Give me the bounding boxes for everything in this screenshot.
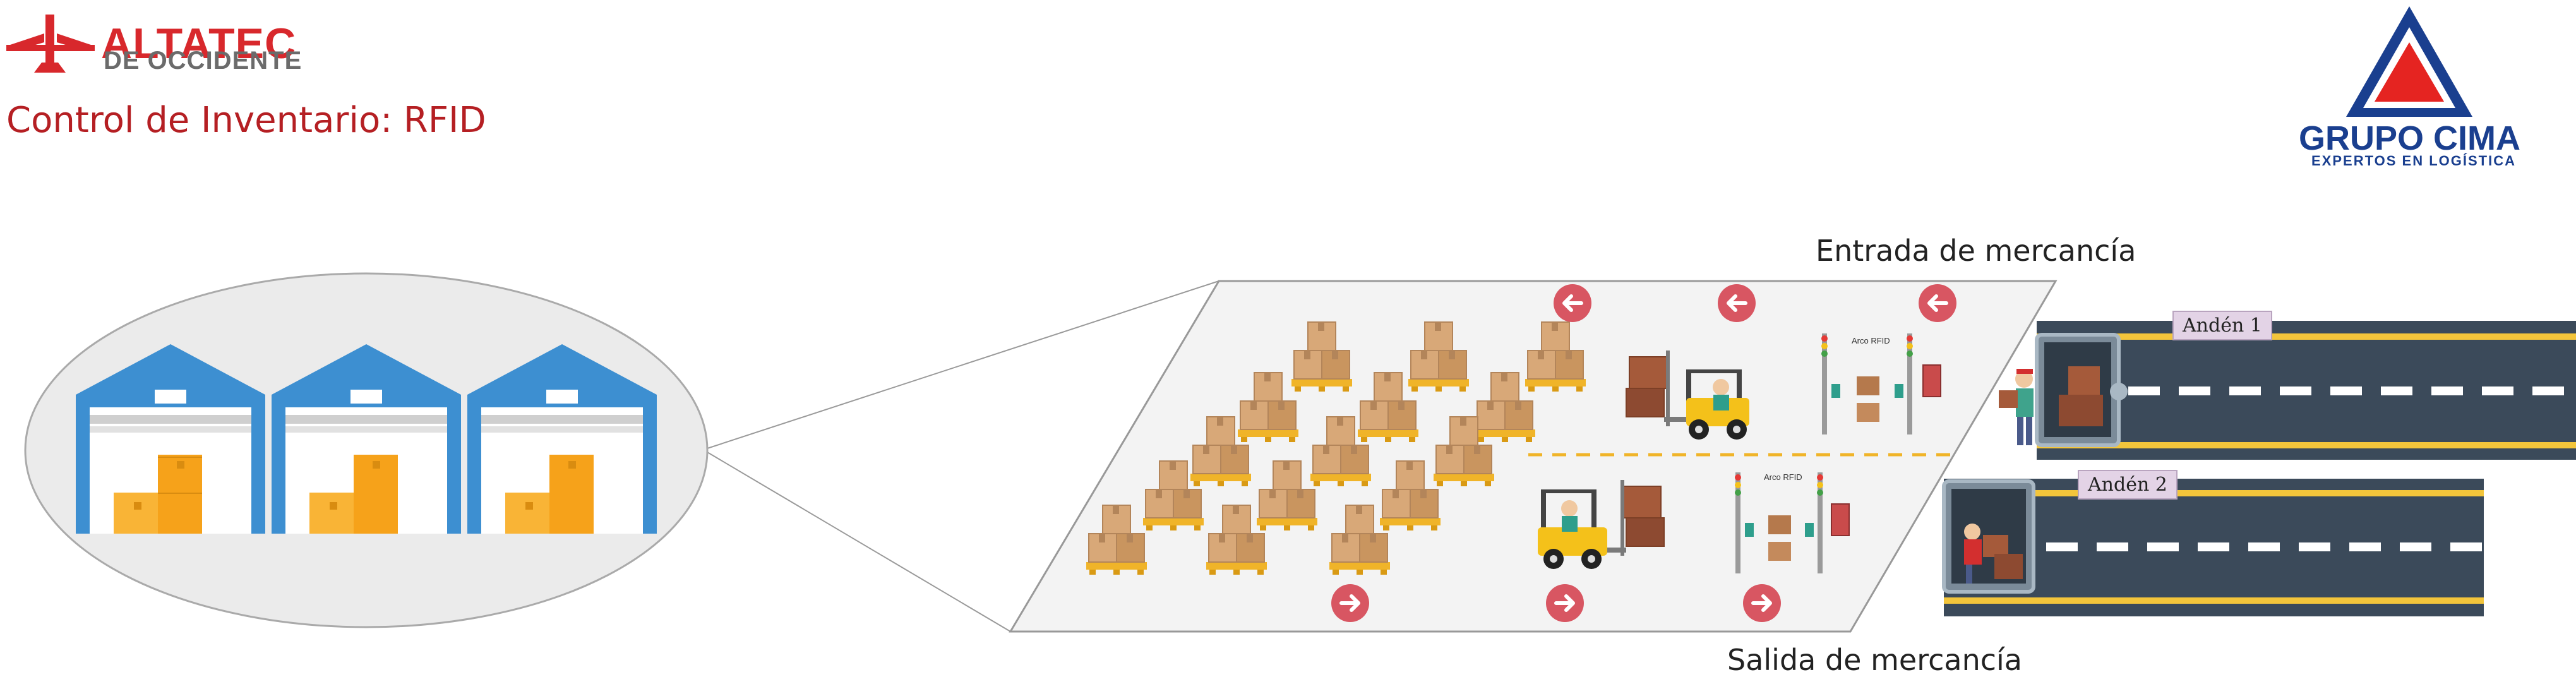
lane-dash: [2248, 542, 2280, 551]
lane-dash: [2097, 542, 2128, 551]
altatec-logo-icon: [6, 15, 95, 73]
rfid-arch-icon: [1735, 472, 1850, 573]
lane-dash: [2349, 542, 2381, 551]
pallet-boxes-icon: [1434, 416, 1494, 486]
inventory-pallets: [1086, 321, 1586, 575]
pallet-boxes-icon: [1143, 460, 1204, 530]
rfid-arch-label: Arco RFID: [1764, 472, 1802, 482]
lane-dash: [2046, 542, 2078, 551]
road-dock-1: [2037, 321, 2576, 460]
warehouse-icon: [76, 344, 265, 534]
salida-label: Salida de mercancía: [1727, 643, 2022, 677]
rfid-arch-icon: [1821, 333, 1941, 434]
entrada-label: Entrada de mercancía: [1816, 234, 2136, 268]
pallet-boxes-icon: [1257, 460, 1317, 530]
lane-dash: [2299, 542, 2330, 551]
lane-dash: [2280, 386, 2311, 395]
brand-subtitle: DE OCCIDENTE: [104, 47, 303, 75]
truck-icon: [1942, 479, 2035, 594]
pallet-boxes-icon: [1238, 372, 1298, 442]
arrow-right-icon: [1546, 584, 1584, 622]
lane-dash: [2450, 542, 2482, 551]
arrow-right-icon: [1331, 584, 1369, 622]
lane-dash: [2482, 386, 2513, 395]
brand-name: ALTATEC: [101, 20, 297, 68]
lane-dash: [2431, 386, 2463, 395]
pallet-boxes-icon: [1291, 321, 1352, 392]
zoom-connector-top: [707, 280, 1219, 449]
pallet-boxes-icon: [1190, 416, 1251, 486]
page-title: Control de Inventario: RFID: [6, 100, 486, 141]
pallet-boxes-icon: [1380, 460, 1441, 530]
lane-dash: [2532, 386, 2564, 395]
pallet-boxes-icon: [1475, 372, 1535, 442]
dock-2-label: Andén 2: [2078, 470, 2178, 500]
rfid-arch-label: Arco RFID: [1852, 336, 1890, 345]
lane-dash: [2128, 386, 2160, 395]
arrow-left-icon: [1919, 284, 1956, 322]
arrow-right-icon: [1743, 584, 1781, 622]
lane-dash: [2147, 542, 2179, 551]
forklift-icon: [1538, 480, 1665, 569]
forklift-icon: [1626, 350, 1749, 440]
zoom-connector-bottom: [707, 452, 1011, 632]
pallet-boxes-icon: [1329, 505, 1390, 575]
arrow-left-icon: [1718, 284, 1756, 322]
lane-dash: [2229, 386, 2261, 395]
truck-icon: [2035, 333, 2128, 447]
lane-dash: [2179, 386, 2210, 395]
lane-dash: [2400, 542, 2431, 551]
dock-1-label: Andén 1: [2172, 311, 2272, 340]
worker-icon: [1999, 369, 2034, 445]
warehouse-icon: [272, 344, 461, 534]
pallet-boxes-icon: [1525, 321, 1586, 392]
pallet-boxes-icon: [1086, 505, 1147, 575]
pallet-boxes-icon: [1358, 372, 1418, 442]
lane-dash: [2198, 542, 2229, 551]
partner-tagline: EXPERTOS EN LOGÍSTICA: [2311, 153, 2516, 169]
lane-dash: [2330, 386, 2362, 395]
grupo-cima-logo-icon: [2346, 6, 2472, 117]
arrow-left-icon: [1554, 284, 1591, 322]
pallet-boxes-icon: [1206, 505, 1267, 575]
pallet-boxes-icon: [1310, 416, 1371, 486]
partner-name: GRUPO CIMA: [2299, 119, 2520, 157]
warehouse-icon: [467, 344, 657, 534]
lane-dash: [2381, 386, 2412, 395]
pallet-boxes-icon: [1408, 321, 1469, 392]
